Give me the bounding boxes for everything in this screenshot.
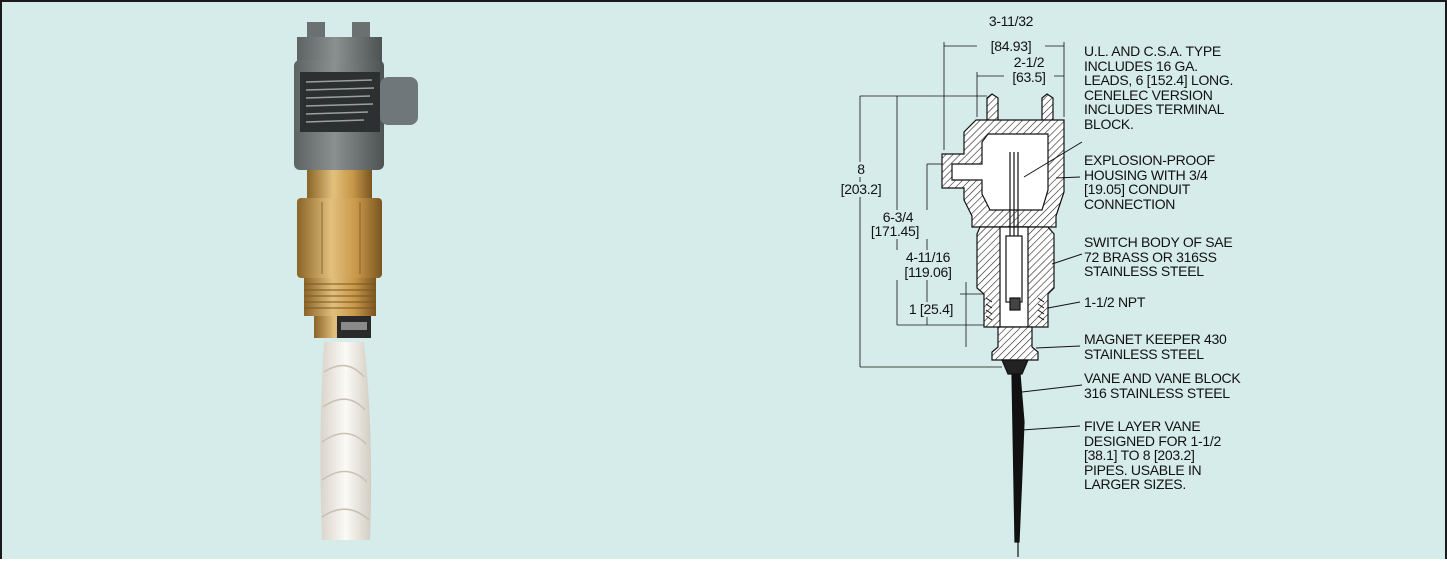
dim-overall-width-mm: [84.93] — [977, 39, 1045, 54]
dim-head-width: 2-1/2 — [1004, 55, 1054, 70]
dim-body-height-mm: [119.06] — [892, 265, 964, 280]
dim-overall-width: 3-11/32 — [977, 14, 1045, 29]
dim-total-height: 8 — [836, 162, 886, 177]
dim-total-height-mm: [203.2] — [836, 182, 886, 197]
flow-switch-photo — [294, 22, 418, 540]
callout-npt: 1-1/2 NPT — [1084, 294, 1146, 310]
dim-thread-height: 1 [25.4] — [900, 302, 962, 317]
cross-section-drawing — [859, 42, 1083, 557]
dim-conduit-height: 6-3/4 — [868, 210, 928, 225]
dim-body-height: 4-11/16 — [892, 250, 964, 265]
dim-head-width-mm: [63.5] — [1004, 70, 1054, 85]
dim-conduit-height-mm: [171.45] — [862, 224, 928, 239]
